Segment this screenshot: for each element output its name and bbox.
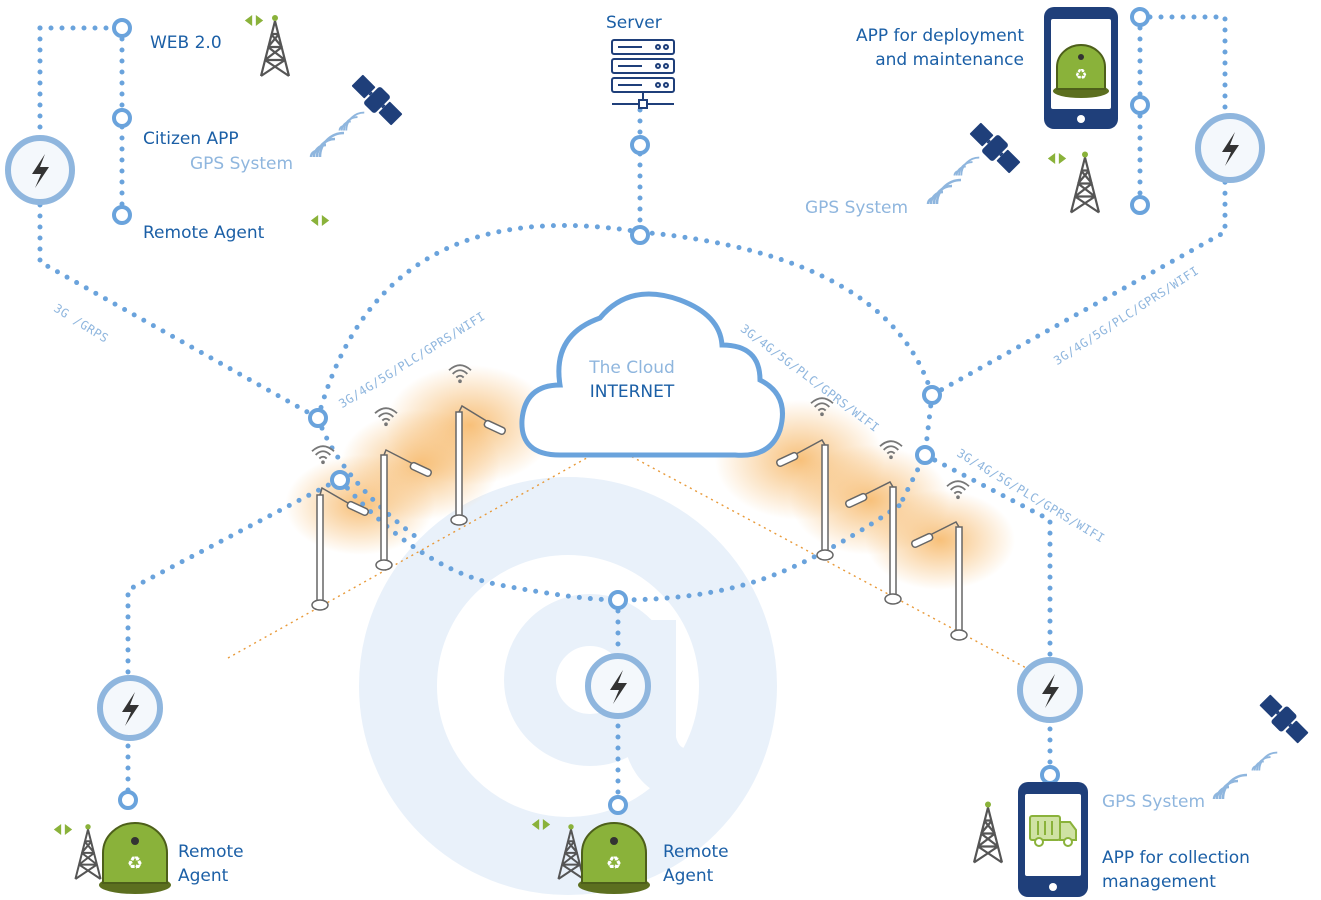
lightning-node-icon: [1195, 113, 1265, 183]
ring-nodes: [112, 7, 1150, 815]
app-deploy-label-2: and maintenance: [875, 50, 1024, 70]
street-lamp-icon: [375, 448, 433, 571]
satellite-icon: [1256, 691, 1312, 747]
street-line: [227, 444, 1031, 671]
svg-text:♻: ♻: [1075, 67, 1088, 83]
radio-tower-icon: [74, 822, 102, 881]
gps-label-top-right: GPS System: [805, 198, 909, 218]
wifi-signal-icon: [309, 131, 345, 159]
app-collect-label-1: APP for collection: [1102, 848, 1250, 868]
app-deploy-label-1: APP for deployment: [856, 26, 1024, 46]
lightning-node-icon: [97, 675, 163, 741]
recycling-bin-icon: ♻: [99, 822, 171, 894]
radio-tower-icon: [972, 800, 1004, 864]
internet-label: INTERNET: [589, 382, 675, 402]
lightning-node-icon: [585, 653, 651, 719]
street-lamp-icon: [844, 481, 902, 605]
remote-agent-bc-label-1: Remote: [663, 842, 729, 862]
lamp-glows: [285, 365, 1015, 590]
garbage-truck-icon: [1029, 815, 1077, 847]
remote-agent-bl-label-1: Remote: [178, 842, 244, 862]
app-collect-label-2: management: [1102, 872, 1216, 892]
svg-text:♻: ♻: [127, 853, 143, 874]
remote-agent-bl-label-2: Agent: [178, 866, 229, 886]
remote-agent-bc-label-2: Agent: [663, 866, 714, 886]
wifi-signal-icon: [338, 111, 365, 132]
gps-label-top-left: GPS System: [190, 154, 294, 174]
smartphone-icon: ♻: [1044, 7, 1118, 129]
lightning-node-icon: [5, 135, 75, 205]
street-lamp-icon: [311, 486, 370, 611]
remote-agent-label-top: Remote Agent: [143, 223, 265, 243]
satellite-icon: [966, 119, 1024, 177]
lightning-node-icon: [1017, 657, 1083, 723]
recycling-bin-icon: ♻: [578, 822, 650, 894]
street-lamps: [311, 404, 968, 641]
server-label: Server: [606, 13, 662, 33]
street-lamp-icon: [450, 404, 507, 526]
cloud-label: The Cloud: [589, 358, 675, 378]
citizen-app-label: Citizen APP: [143, 129, 239, 149]
recycling-bin-icon: ♻: [1053, 44, 1109, 98]
cloud-icon: [519, 291, 785, 458]
wifi-signal-icon: [926, 178, 962, 206]
wifi-signal-icon: [953, 156, 980, 177]
satellite-icon: [348, 71, 406, 129]
radio-tower-icon: [1069, 150, 1101, 214]
gps-label-bottom-right: GPS System: [1102, 792, 1206, 812]
wifi-signal-icon: [1212, 773, 1248, 801]
server-icon: [611, 39, 675, 109]
lightning-nodes: [5, 113, 1265, 741]
svg-text:♻: ♻: [606, 853, 622, 874]
street-lamp-icon: [775, 438, 834, 561]
radio-tower-icon: [259, 13, 291, 78]
smartphone-icon: [1018, 782, 1088, 897]
street-lamp-icon: [910, 521, 968, 641]
at-sign-watermark: [359, 477, 777, 895]
web-label: WEB 2.0: [150, 33, 222, 53]
wifi-signal-icon: [1251, 751, 1278, 772]
